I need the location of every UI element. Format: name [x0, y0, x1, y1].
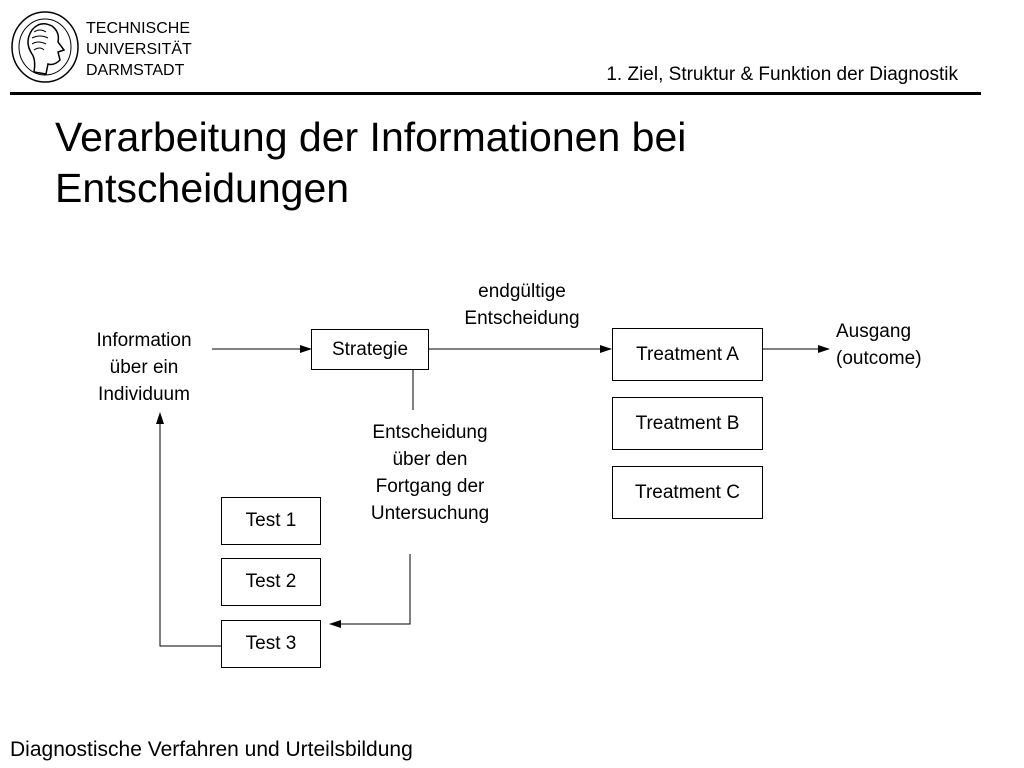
fortgang-label: Entscheidung über den Fortgang der Unter…: [370, 422, 490, 524]
strategie-box: Strategie: [311, 329, 429, 370]
university-line-2: UNIVERSITÄT: [86, 41, 192, 58]
test-2-box: Test 2: [221, 558, 321, 606]
section-title: 1. Ziel, Struktur & Funktion der Diagnos…: [606, 64, 958, 85]
arrow-fortgang-to-test3: [329, 554, 411, 628]
university-line-1: TECHNISCHE: [86, 20, 191, 37]
university-name: TECHNISCHE UNIVERSITÄT DARMSTADT: [86, 18, 192, 81]
tu-darmstadt-logo: [11, 11, 79, 83]
endgueltige-entscheidung-label: endgültige Entscheidung: [464, 281, 580, 329]
treatment-c-box: Treatment C: [612, 466, 763, 519]
page-title: Verarbeitung der Informationen bei Entsc…: [55, 112, 686, 214]
test-3-box: Test 3: [221, 620, 321, 668]
page-title-line-2: Entscheidungen: [55, 165, 350, 211]
test-1-box: Test 1: [221, 497, 321, 545]
treatment-b-box: Treatment B: [612, 397, 763, 450]
header-divider: [10, 92, 981, 95]
arrow-test3-to-info: [156, 412, 222, 647]
ausgang-label: Ausgang (outcome): [836, 321, 922, 369]
footer-text: Diagnostische Verfahren und Urteilsbildu…: [10, 738, 413, 761]
treatment-a-box: Treatment A: [612, 328, 763, 381]
university-line-3: DARMSTADT: [86, 62, 185, 79]
information-label: Information über ein Individuum: [96, 330, 192, 405]
page-title-line-1: Verarbeitung der Informationen bei: [55, 114, 687, 160]
